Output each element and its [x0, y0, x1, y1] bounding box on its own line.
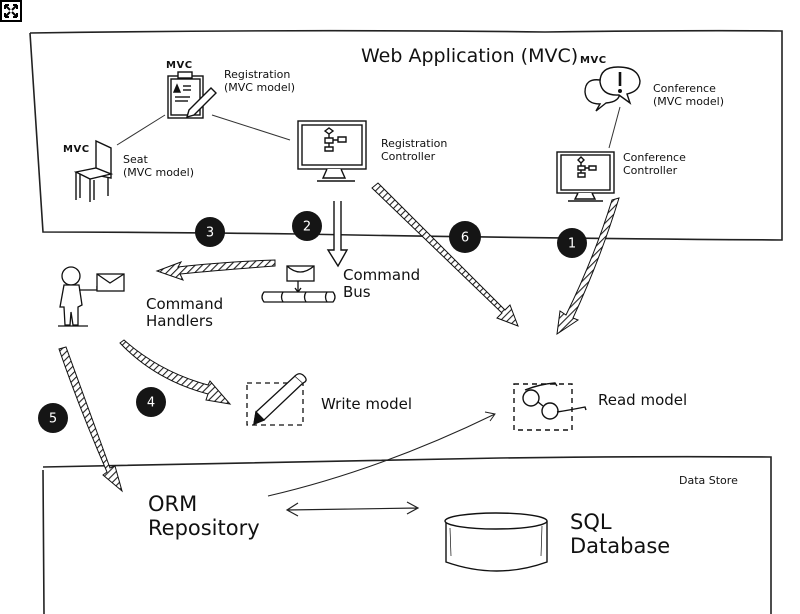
- speech-bubbles-exclamation-icon: [584, 66, 641, 112]
- data-store-frame: [42, 455, 772, 614]
- step-badge-1: 1: [557, 228, 587, 258]
- registration-mvc-tag: MVC: [166, 60, 193, 71]
- arrow-step-4: [119, 339, 232, 405]
- data-store-title: Data Store: [679, 474, 738, 487]
- svg-text:6: 6: [461, 231, 469, 246]
- step-badge-2: 2: [292, 211, 322, 241]
- svg-text:1: 1: [568, 237, 576, 252]
- command-bus-label: Command Bus: [343, 266, 421, 302]
- svg-text:4: 4: [147, 396, 155, 411]
- expand-arrows-icon: [4, 4, 18, 18]
- conference-mvc-tag: MVC: [580, 55, 607, 66]
- sql-database-label: SQL Database: [570, 510, 671, 559]
- conference-model-label: Conference (MVC model): [653, 82, 725, 108]
- arrow-step-3: [155, 259, 276, 281]
- arrow-step-1: [556, 197, 620, 336]
- svg-text:2: 2: [303, 220, 311, 235]
- seat-registration-link: [116, 114, 166, 146]
- fullscreen-button[interactable]: [0, 0, 22, 22]
- web-app-frame: [29, 29, 783, 241]
- chair-icon: [73, 139, 114, 202]
- database-cylinder-icon: [444, 512, 548, 572]
- arrow-step-5: [58, 346, 123, 493]
- seat-mvc-tag: MVC: [63, 144, 90, 155]
- conference-controller-label: Conference Controller: [623, 151, 686, 177]
- read-model-label: Read model: [598, 391, 688, 409]
- seat-model-label: Seat (MVC model): [123, 153, 195, 179]
- step-badge-6: 6: [449, 221, 481, 253]
- step-badge-5: 5: [38, 403, 68, 433]
- monitor-flowchart-icon: [297, 120, 367, 182]
- pencil-icon: [246, 373, 307, 426]
- svg-text:3: 3: [206, 226, 214, 241]
- arrow-step-6: [371, 182, 519, 327]
- person-envelope-icon: [58, 266, 125, 327]
- envelope-pipe-icon: [261, 265, 336, 303]
- registration-controller-link: [211, 114, 291, 141]
- glasses-icon: [513, 382, 587, 431]
- monitor-flowchart-icon: [556, 151, 615, 202]
- arrow-step-2: [326, 201, 349, 268]
- orm-repository-label: ORM Repository: [148, 492, 260, 541]
- registration-model-label: Registration (MVC model): [224, 68, 296, 94]
- step-badge-3: 3: [195, 217, 225, 247]
- command-handlers-label: Command Handlers: [146, 295, 224, 331]
- web-app-title: Web Application (MVC): [361, 45, 579, 67]
- orm-to-read-model-link: [267, 411, 496, 497]
- orm-database-link: [285, 501, 420, 517]
- svg-text:5: 5: [49, 412, 57, 427]
- clipboard-pencil-icon: [167, 71, 217, 119]
- step-badge-4: 4: [136, 387, 166, 417]
- write-model-label: Write model: [321, 395, 413, 413]
- registration-controller-label: Registration Controller: [381, 137, 448, 163]
- conference-link: [608, 106, 621, 149]
